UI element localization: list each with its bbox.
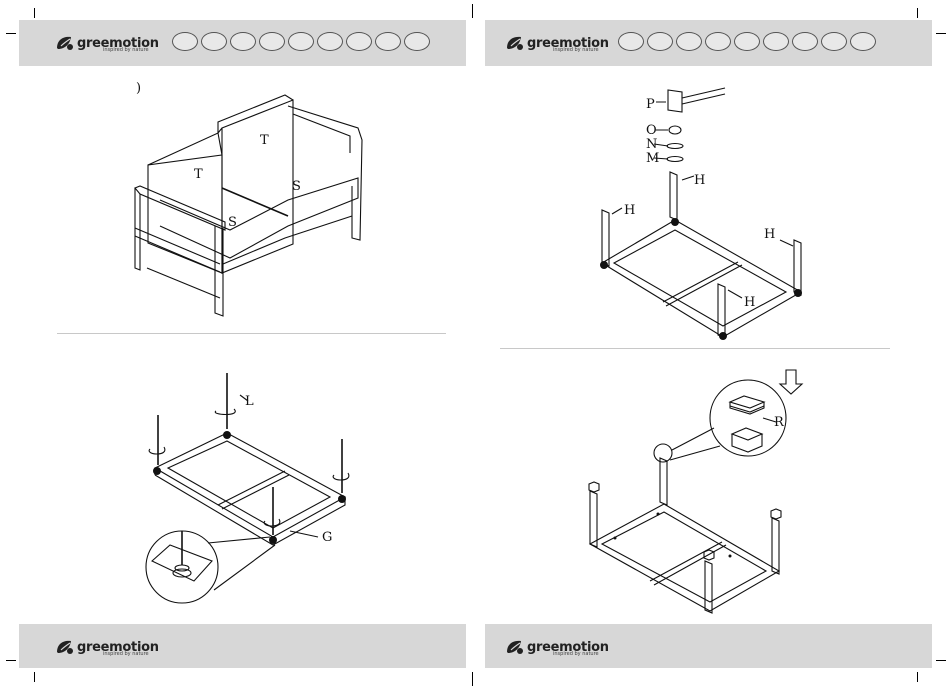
- part-label-S: S: [228, 215, 237, 230]
- footer-band-right: greemotion inspired by nature: [485, 624, 932, 668]
- crop-mark: [34, 8, 35, 18]
- figure-foot-caps: R: [580, 366, 825, 616]
- section-divider: [500, 348, 890, 349]
- part-label-G: G: [322, 530, 332, 545]
- part-label-R: R: [774, 415, 785, 430]
- part-label-O: O: [646, 123, 657, 138]
- part-label-S: S: [292, 179, 301, 194]
- figure-sofa: ) T T S S: [120, 78, 380, 323]
- part-label-T: T: [194, 167, 203, 182]
- header-band-right: greemotion inspired by nature: [485, 20, 932, 66]
- brand-logo: greemotion inspired by nature: [55, 33, 159, 53]
- step-dot: [647, 32, 673, 51]
- section-divider: [57, 333, 446, 334]
- brand-logo: greemotion inspired by nature: [55, 637, 159, 657]
- step-indicator: [172, 32, 430, 51]
- step-dot: [317, 32, 343, 51]
- step-dot: [288, 32, 314, 51]
- part-label-N: N: [646, 137, 657, 152]
- step-dot: [230, 32, 256, 51]
- crop-mark: [472, 672, 473, 686]
- step-mark: ): [136, 81, 141, 96]
- part-label-M: M: [646, 151, 659, 166]
- brand-tagline: inspired by nature: [103, 651, 149, 657]
- part-label-L: L: [245, 394, 254, 409]
- leaf-icon: [505, 638, 525, 656]
- leaf-icon: [55, 34, 75, 52]
- brand-tagline: inspired by nature: [103, 47, 149, 53]
- crop-mark: [6, 33, 16, 34]
- step-dot: [705, 32, 731, 51]
- step-dot: [618, 32, 644, 51]
- brand-logo: greemotion inspired by nature: [505, 33, 609, 53]
- crop-mark: [936, 33, 946, 34]
- step-dot: [734, 32, 760, 51]
- crop-mark: [936, 660, 946, 661]
- brand-tagline: inspired by nature: [553, 47, 599, 53]
- step-indicator: [618, 32, 876, 51]
- part-label-H: H: [744, 295, 755, 310]
- step-dot: [172, 32, 198, 51]
- step-dot: [404, 32, 430, 51]
- crop-mark: [34, 672, 35, 682]
- step-dot: [850, 32, 876, 51]
- figure-frame-bolts: L G: [130, 365, 370, 610]
- step-dot: [346, 32, 372, 51]
- step-dot: [259, 32, 285, 51]
- part-label-H: H: [694, 173, 705, 188]
- figure-legs-fasteners: P O N M H H H H: [590, 80, 820, 345]
- step-dot: [792, 32, 818, 51]
- step-dot: [763, 32, 789, 51]
- part-label-H: H: [764, 227, 775, 242]
- step-dot: [201, 32, 227, 51]
- step-dot: [676, 32, 702, 51]
- brand-tagline: inspired by nature: [553, 651, 599, 657]
- part-label-P: P: [646, 97, 655, 112]
- part-label-H: H: [624, 203, 635, 218]
- header-band-left: greemotion inspired by nature: [19, 20, 466, 66]
- brand-logo: greemotion inspired by nature: [505, 637, 609, 657]
- part-label-T: T: [260, 133, 269, 148]
- crop-mark: [472, 4, 473, 18]
- crop-mark: [6, 660, 16, 661]
- crop-mark: [917, 672, 918, 682]
- crop-mark: [917, 8, 918, 18]
- leaf-icon: [55, 638, 75, 656]
- leaf-icon: [505, 34, 525, 52]
- step-dot: [375, 32, 401, 51]
- footer-band-left: greemotion inspired by nature: [19, 624, 466, 668]
- step-dot: [821, 32, 847, 51]
